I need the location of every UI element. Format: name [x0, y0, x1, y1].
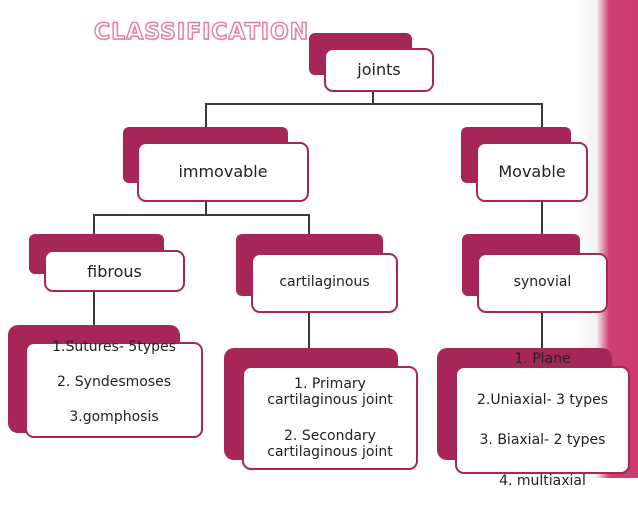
immovable-node: immovable	[137, 142, 309, 202]
cartilaginous-detail-2: 2. Secondary cartilaginous joint	[267, 428, 393, 461]
movable-label: Movable	[498, 162, 566, 181]
cartilaginous-details-box: 1. Primary cartilaginous joint 2. Second…	[242, 366, 418, 470]
connector-to-movable	[541, 103, 543, 127]
synovial-detail-3: 3. Biaxial- 2 types	[479, 432, 606, 449]
connector-to-immovable	[205, 103, 207, 127]
joints-node: joints	[324, 48, 434, 92]
cartilaginous-detail-1: 1. Primary cartilaginous joint	[267, 375, 393, 408]
fibrous-detail-2: 2. Syndesmoses	[56, 374, 172, 391]
connector-movable-down	[541, 200, 543, 234]
fibrous-details-box: 1.Sutures- 5types 2. Syndesmoses 3.gomph…	[25, 339, 203, 438]
fibrous-detail-1: 1.Sutures- 5types	[52, 339, 176, 356]
synovial-detail-4: 4. multiaxial	[499, 472, 586, 489]
fibrous-detail-3: 3.gomphosis	[69, 409, 159, 426]
connector-synovial-down	[541, 296, 543, 348]
connector-root-down	[372, 90, 374, 104]
cartilaginous-label: cartilaginous	[279, 274, 370, 291]
connector-to-cartilaginous	[308, 214, 310, 234]
slide-title: CLASSIFICATION	[93, 19, 310, 45]
connector-immovable-down	[205, 200, 207, 215]
joints-label: joints	[357, 60, 401, 79]
connector-level1-bar	[205, 103, 543, 105]
immovable-label: immovable	[178, 162, 268, 181]
synovial-node: synovial	[477, 253, 608, 313]
cartilaginous-node: cartilaginous	[251, 253, 398, 313]
movable-node: Movable	[476, 142, 588, 202]
synovial-detail-2: 2.Uniaxial- 3 types	[476, 391, 609, 408]
synovial-detail-1: 1. Plane	[514, 350, 571, 367]
synovial-details-box: 1. Plane 2.Uniaxial- 3 types 3. Biaxial-…	[455, 351, 630, 489]
connector-to-fibrous	[93, 214, 95, 234]
synovial-label: synovial	[513, 274, 572, 291]
fibrous-node: fibrous	[44, 250, 185, 292]
connector-fibrous-down	[93, 290, 95, 325]
connector-level2-bar	[93, 214, 310, 216]
fibrous-label: fibrous	[87, 262, 142, 281]
connector-cartilaginous-down	[308, 296, 310, 348]
